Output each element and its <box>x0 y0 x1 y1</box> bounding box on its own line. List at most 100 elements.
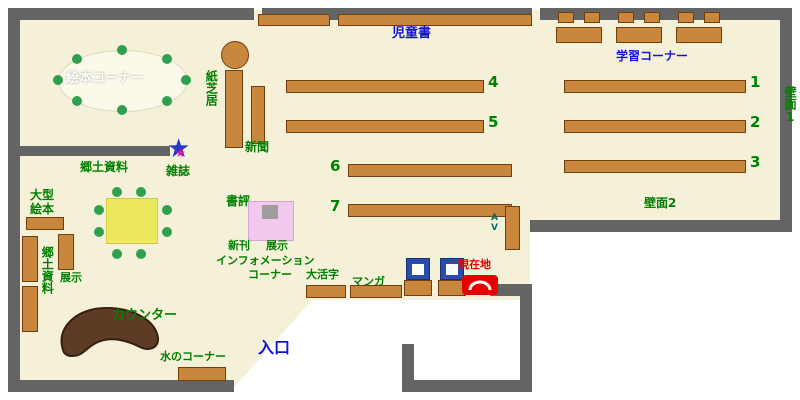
large-picture-book-shelf <box>26 217 64 230</box>
large-picture-book-label-1: 大型 <box>30 188 55 202</box>
desk-table <box>556 27 602 43</box>
manga-label: マンガ <box>352 275 385 288</box>
study-desk <box>616 12 664 46</box>
chair <box>678 12 694 23</box>
current-location-arc-icon <box>468 280 492 291</box>
counter-desk <box>60 306 160 358</box>
chair-dot <box>72 54 82 64</box>
study-desk <box>676 12 724 46</box>
wall-entry-left <box>402 344 414 392</box>
childrens-books-shelf-2 <box>338 14 532 26</box>
study-corner-label: 学習コーナー <box>616 49 689 63</box>
wall-bottom-right-section <box>530 220 792 232</box>
shelf-number-4: 4 <box>488 73 499 91</box>
wall-top-3 <box>540 8 792 20</box>
catalog-terminal-base <box>404 280 432 296</box>
book-review-label: 書評 <box>226 194 251 208</box>
water-corner-label: 水のコーナー <box>160 350 226 363</box>
counter-label: カウンター <box>112 308 178 323</box>
current-location-label: 現在地 <box>458 258 491 271</box>
shelf-row-2 <box>564 120 746 133</box>
chair-dot <box>136 187 146 197</box>
av-shelf <box>505 206 520 250</box>
magazine-star-icon: ★ <box>167 134 191 164</box>
wall-face-2-label: 壁面2 <box>644 196 677 210</box>
shelf-row-7 <box>348 204 512 217</box>
reading-table <box>106 198 158 244</box>
chair-dot <box>162 96 172 106</box>
chair-dot <box>117 105 127 115</box>
desk-table <box>616 27 662 43</box>
chair-dot <box>162 227 172 237</box>
chair <box>618 12 634 23</box>
local-materials-shelf-1 <box>22 236 38 282</box>
shelf-number-1: 1 <box>750 73 761 91</box>
shelf-row-4 <box>286 80 484 93</box>
new-arrivals-label: 新刊 <box>228 239 250 252</box>
large-print-shelf <box>306 285 346 298</box>
chair-dot <box>136 249 146 259</box>
shelf-row-6 <box>348 164 512 177</box>
chair-dot <box>162 205 172 215</box>
av-label: A V <box>491 213 498 234</box>
information-corner-label-2: コーナー <box>248 268 292 281</box>
chair-dot <box>72 96 82 106</box>
shelf-row-3 <box>564 160 746 173</box>
av-label-a: A <box>491 213 498 223</box>
wall-inner-ehon <box>18 146 170 156</box>
desk-table <box>676 27 722 43</box>
catalog-terminal-screen <box>446 264 458 275</box>
wall-left <box>8 8 20 392</box>
shelf-number-3: 3 <box>750 153 761 171</box>
chair <box>584 12 600 23</box>
display-stand <box>262 205 278 219</box>
magazine-star-inner-icon: ★ <box>175 146 186 160</box>
wall-entry-bottom <box>402 380 532 392</box>
childrens-books-shelf-1 <box>258 14 330 26</box>
wall-bottom-left <box>8 380 234 392</box>
wall-face-1-label: 壁面1 <box>783 86 798 124</box>
study-desk <box>556 12 604 46</box>
chair-dot <box>162 54 172 64</box>
kamishibai-table <box>221 41 249 69</box>
large-picture-book-label-2: 絵本 <box>30 202 55 216</box>
exhibit-shelf-left <box>58 234 74 270</box>
shelf-number-2: 2 <box>750 113 761 131</box>
chair <box>644 12 660 23</box>
chair-dot <box>94 227 104 237</box>
chair-dot <box>53 75 63 85</box>
exhibit-center-label: 展示 <box>266 239 288 252</box>
manga-shelf <box>350 285 402 298</box>
information-corner-label-1: インフォメーション <box>216 254 315 267</box>
chair <box>704 12 720 23</box>
newspaper-shelf <box>251 86 265 144</box>
new-arrivals-display <box>248 201 294 241</box>
shelf-row-5 <box>286 120 484 133</box>
newspaper-label: 新聞 <box>245 140 270 154</box>
wall-entry-right <box>520 284 532 392</box>
local-materials-upper-label: 郷土資料 <box>80 160 129 174</box>
shelf-number-5: 5 <box>488 113 499 131</box>
chair-dot <box>112 249 122 259</box>
local-materials-side-label: 郷土資料 <box>40 246 55 294</box>
large-print-label: 大活字 <box>306 268 339 281</box>
current-location-marker <box>462 275 498 295</box>
chair <box>558 12 574 23</box>
childrens-books-label: 児童書 <box>392 26 432 41</box>
wall-top-1 <box>8 8 254 20</box>
catalog-terminal-screen <box>412 264 424 275</box>
chair-dot <box>94 205 104 215</box>
entrance-label: 入口 <box>258 338 291 357</box>
magazine-label: 雑誌 <box>166 164 191 178</box>
chair-dot <box>117 45 127 55</box>
av-label-v: V <box>491 222 498 233</box>
shelf-row-1 <box>564 80 746 93</box>
chair-dot <box>181 75 191 85</box>
shelf-number-7: 7 <box>330 197 341 215</box>
exhibit-left-label: 展示 <box>60 271 82 284</box>
shelf-number-6: 6 <box>330 157 341 175</box>
kamishibai-shelf <box>225 70 243 148</box>
local-materials-shelf-2 <box>22 286 38 332</box>
chair-dot <box>112 187 122 197</box>
